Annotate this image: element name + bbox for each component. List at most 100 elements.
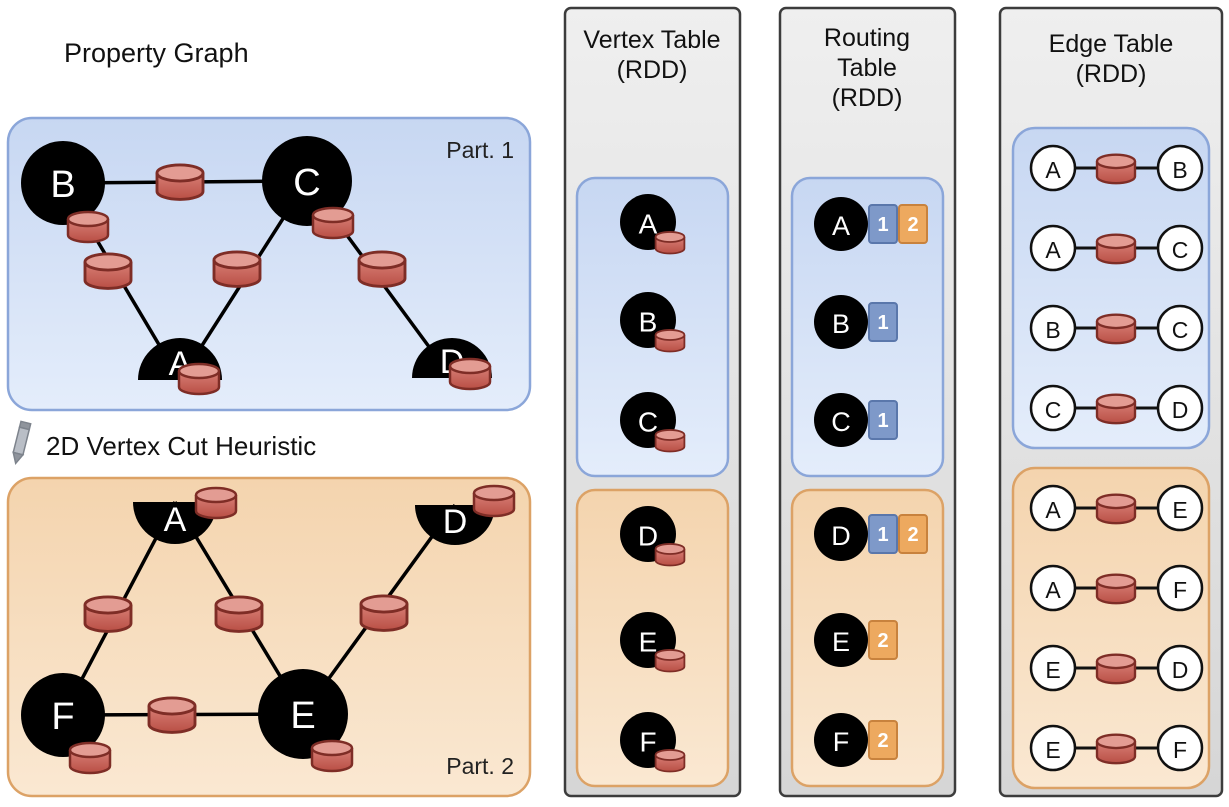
routing-table-panel: Routing Table (RDD) A 1 2 B 1 C 1 D (778, 6, 957, 798)
vertex-label: A (639, 209, 658, 240)
vertex-table-row: C (620, 392, 686, 453)
edge-property-cylinder (1095, 313, 1137, 345)
vertex-table-title-line1: Vertex Table (583, 26, 720, 54)
dst-vertex-label: F (1173, 737, 1187, 763)
src-vertex-label: E (1045, 737, 1060, 763)
vertex-table-row: D (620, 506, 686, 567)
vertex-label: B (832, 309, 850, 339)
vertex-C-label: C (293, 162, 320, 204)
routing-row: C 1 (814, 393, 898, 447)
dst-vertex-circle (1156, 144, 1204, 192)
heuristic-label: 2D Vertex Cut Heuristic (46, 431, 316, 461)
edge-property-cylinder (212, 250, 262, 288)
routing-slot-number: 2 (877, 630, 888, 652)
src-vertex-label: A (1045, 157, 1061, 183)
edge-property-cylinder (1095, 733, 1137, 765)
vertex-circle (814, 613, 868, 667)
dst-vertex-label: B (1172, 157, 1187, 183)
vertex-circle (814, 393, 868, 447)
vertex-property-cylinder (654, 649, 686, 673)
vertex-property-cylinder (66, 210, 110, 244)
vertex-F-label: F (51, 696, 74, 738)
vertex-property-cylinder (177, 362, 221, 396)
src-vertex-label: B (1045, 317, 1060, 343)
vertex-table-panel: Vertex Table (RDD) A B C D E (563, 6, 742, 798)
routing-slot-number: 1 (877, 410, 888, 432)
edge-row: E F (1029, 724, 1204, 772)
edge-property-cylinder (1095, 393, 1137, 425)
edge-row: A B (1029, 144, 1204, 192)
routing-slot-number: 2 (907, 214, 918, 236)
vertex-table-row: A (620, 194, 686, 255)
edge-table-part1-box (1011, 126, 1211, 450)
edge-property-cylinder (155, 163, 205, 201)
vertex-property-cylinder (194, 486, 238, 520)
routing-slot-number: 2 (877, 730, 888, 752)
routing-slot-part1 (868, 400, 898, 440)
edge-table-panel: Edge Table (RDD) A B A C B C (998, 6, 1224, 798)
vertex-label: B (639, 307, 658, 338)
edge-property-cylinder (83, 252, 133, 290)
routing-slot-number: 1 (877, 214, 888, 236)
vertex-table-row: B (620, 292, 686, 353)
vertex-E-circle (258, 669, 348, 759)
vertex-B-circle (21, 141, 105, 225)
vertex-property-cylinder (68, 741, 112, 775)
vertex-label: A (832, 211, 850, 241)
dst-vertex-circle (1156, 484, 1204, 532)
routing-table-title-line3: (RDD) (832, 84, 903, 112)
routing-row: B 1 (814, 295, 898, 349)
vertex-property-cylinder (654, 749, 686, 773)
src-vertex-circle (1029, 724, 1077, 772)
vertex-property-cylinder (654, 231, 686, 255)
edge-property-cylinder (214, 595, 264, 633)
vertex-A2-label: A (164, 501, 187, 539)
dst-vertex-circle (1156, 224, 1204, 272)
vertex-label: E (832, 627, 850, 657)
vertex-label: D (638, 521, 658, 552)
partition-1: Part. 1 B C A D (6, 116, 532, 412)
src-vertex-circle (1029, 144, 1077, 192)
vertex-label: F (833, 727, 850, 757)
vertex-D2-halfcircle (415, 505, 495, 545)
vertex-label: D (831, 521, 851, 551)
vertex-D2-label: D (443, 503, 468, 541)
routing-row: F 2 (814, 713, 898, 767)
src-vertex-label: A (1045, 237, 1061, 263)
property-graph-section: Property Graph Part. 1 B C A D (6, 38, 532, 798)
vertex-property-cylinder (448, 357, 492, 391)
vertex-label: C (638, 407, 658, 438)
routing-slot-part1 (868, 302, 898, 342)
partition-2-label: Part. 2 (446, 753, 514, 779)
vertex-label: E (639, 627, 658, 658)
routing-table-title-line1: Routing (824, 24, 910, 52)
src-vertex-circle (1029, 384, 1077, 432)
edge-row: C D (1029, 384, 1204, 432)
dst-vertex-label: F (1173, 577, 1187, 603)
pencil-icon (12, 420, 32, 465)
edge-property-cylinder (357, 250, 407, 288)
vertex-property-cylinder (310, 739, 354, 773)
edge-property-cylinder (359, 594, 409, 632)
partition-2: Part. 2 A D F E (6, 476, 532, 798)
dst-vertex-label: C (1172, 317, 1189, 343)
edge-row: E D (1029, 644, 1204, 692)
routing-row: E 2 (814, 613, 898, 667)
routing-slot-part2 (898, 514, 928, 554)
src-vertex-label: A (1045, 577, 1061, 603)
edge-property-cylinder (147, 696, 197, 734)
src-vertex-label: E (1045, 657, 1060, 683)
vertex-property-cylinder (654, 429, 686, 453)
dst-vertex-circle (1156, 644, 1204, 692)
src-vertex-label: A (1045, 497, 1061, 523)
heuristic-caption: 2D Vertex Cut Heuristic (12, 420, 316, 465)
edge-table-title-line2: (RDD) (1076, 60, 1147, 88)
edge-property-cylinder (1095, 153, 1137, 185)
routing-row: A 1 2 (814, 197, 928, 251)
vertex-E-label: E (290, 695, 315, 737)
src-vertex-circle (1029, 304, 1077, 352)
routing-slot-part1 (868, 514, 898, 554)
partition-2-box (6, 476, 532, 798)
edge-row: A F (1029, 564, 1204, 612)
